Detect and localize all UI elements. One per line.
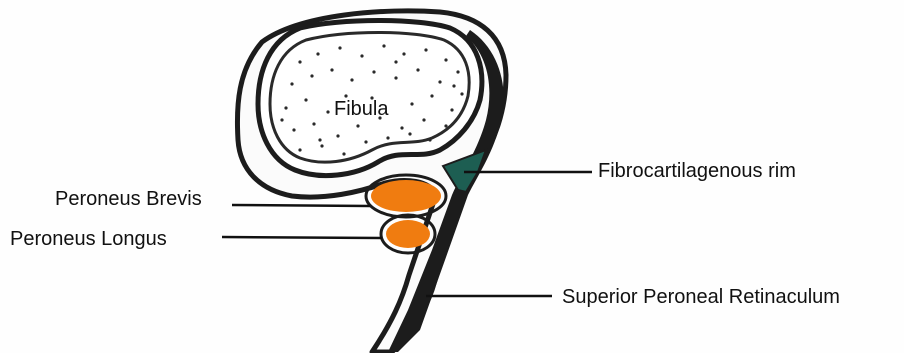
label-fibula: Fibula xyxy=(334,99,388,119)
stipple-dot xyxy=(394,76,397,79)
stipple-dot xyxy=(338,46,341,49)
stipple-dot xyxy=(386,136,389,139)
stipple-dot xyxy=(360,54,363,57)
stipple-dot xyxy=(356,124,359,127)
stipple-dot xyxy=(326,110,329,113)
label-superior-peroneal-retinaculum: Superior Peroneal Retinaculum xyxy=(562,287,840,307)
leader-line-brevis xyxy=(232,205,370,206)
stipple-dot xyxy=(290,82,293,85)
stipple-dot xyxy=(438,80,441,83)
stipple-dot xyxy=(342,152,345,155)
stipple-dot xyxy=(382,44,385,47)
stipple-dot xyxy=(422,118,425,121)
stipple-dot xyxy=(280,118,283,121)
label-fibrocartilagenous-rim: Fibrocartilagenous rim xyxy=(598,161,796,181)
stipple-dot xyxy=(456,70,459,73)
stipple-dot xyxy=(372,70,375,73)
stipple-dot xyxy=(350,78,353,81)
stipple-dot xyxy=(298,60,301,63)
stipple-dot xyxy=(460,92,463,95)
stipple-dot xyxy=(364,140,367,143)
stipple-dot xyxy=(452,84,455,87)
label-peroneus-brevis: Peroneus Brevis xyxy=(55,189,202,209)
stipple-dot xyxy=(450,108,453,111)
stipple-dot xyxy=(310,74,313,77)
stipple-dot xyxy=(394,60,397,63)
stipple-dot xyxy=(400,126,403,129)
stipple-dot xyxy=(336,134,339,137)
stipple-dot xyxy=(430,94,433,97)
stipple-dot xyxy=(298,148,301,151)
stipple-dot xyxy=(312,122,315,125)
stipple-dot xyxy=(284,106,287,109)
stipple-dot xyxy=(402,52,405,55)
label-peroneus-longus: Peroneus Longus xyxy=(10,229,167,249)
stipple-dot xyxy=(410,102,413,105)
stipple-dot xyxy=(408,132,411,135)
stipple-dot xyxy=(444,124,447,127)
peroneus-brevis-tendon xyxy=(371,180,441,212)
stipple-dot xyxy=(416,68,419,71)
stipple-dot xyxy=(320,144,323,147)
stipple-dot xyxy=(444,58,447,61)
peroneus-longus-tendon xyxy=(386,220,430,248)
stipple-dot xyxy=(424,48,427,51)
leader-line-longus xyxy=(222,237,382,238)
stipple-dot xyxy=(318,138,321,141)
stipple-dot xyxy=(304,98,307,101)
stipple-dot xyxy=(428,138,431,141)
stipple-dot xyxy=(292,128,295,131)
stipple-dot xyxy=(330,68,333,71)
stipple-dot xyxy=(316,52,319,55)
